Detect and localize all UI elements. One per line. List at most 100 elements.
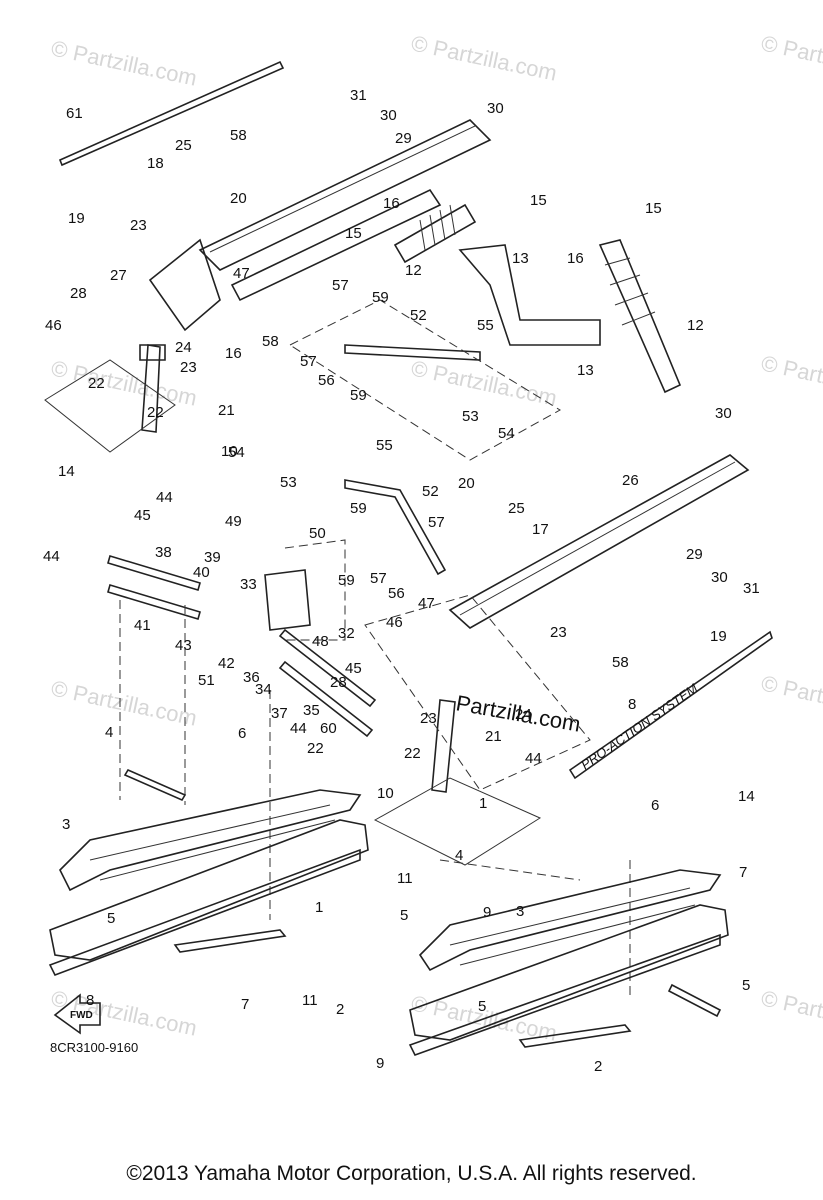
callout-label: 30 <box>711 569 728 586</box>
callout-label: 23 <box>180 359 197 376</box>
parts-diagram: © Partzilla.com © Partzilla.com © Partzi… <box>43 30 823 1075</box>
callout-label: 5 <box>107 910 115 927</box>
callout-label: 29 <box>686 546 703 563</box>
watermark: © Partzilla.com <box>409 355 559 410</box>
callout-label: 37 <box>271 705 288 722</box>
callout-label: 27 <box>110 267 127 284</box>
callout-label: 13 <box>577 362 594 379</box>
callout-label: 30 <box>380 107 397 124</box>
callout-label: 10 <box>377 785 394 802</box>
callout-label: 3 <box>516 903 524 920</box>
callout-label: 28 <box>70 285 87 302</box>
callout-label: 30 <box>715 405 732 422</box>
callout-label: 54 <box>228 444 245 461</box>
callout-label: 4 <box>105 724 113 741</box>
callout-label: 15 <box>345 225 362 242</box>
callout-label: 57 <box>370 570 387 587</box>
callout-label: 7 <box>241 996 249 1013</box>
callout-label: 53 <box>280 474 297 491</box>
copyright-notice: ©2013 Yamaha Motor Corporation, U.S.A. A… <box>126 1162 697 1185</box>
watermark: © Partzilla.com <box>49 355 199 410</box>
callout-label: 35 <box>303 702 320 719</box>
callout-label: 25 <box>175 137 192 154</box>
callout-label: 14 <box>738 788 755 805</box>
callout-label: 15 <box>645 200 662 217</box>
callout-label: 52 <box>422 483 439 500</box>
watermark-layer: © Partzilla.com © Partzilla.com © Partzi… <box>49 30 823 1045</box>
callout-label: 56 <box>388 585 405 602</box>
callout-label: 16 <box>383 195 400 212</box>
callout-label: 12 <box>687 317 704 334</box>
callout-label: 47 <box>233 265 250 282</box>
callout-label: 24 <box>515 706 532 723</box>
callout-label: 5 <box>478 998 486 1015</box>
callout-label: 20 <box>230 190 247 207</box>
callout-label: 8 <box>628 696 636 713</box>
callout-label: 58 <box>262 333 279 350</box>
callout-label: 57 <box>300 353 317 370</box>
callout-label: 22 <box>307 740 324 757</box>
watermark: © Partzilla.com <box>759 350 823 405</box>
callout-label: 6 <box>238 725 246 742</box>
callout-label: 23 <box>550 624 567 641</box>
callout-label: 39 <box>204 549 221 566</box>
callout-label: 53 <box>462 408 479 425</box>
watermark: © Partzilla.com <box>49 675 199 730</box>
callout-label: 59 <box>350 387 367 404</box>
callout-label: 19 <box>68 210 85 227</box>
callout-label: 40 <box>193 564 210 581</box>
callout-label: 16 <box>567 250 584 267</box>
callout-label: 4 <box>455 847 463 864</box>
callout-label: 22 <box>88 375 105 392</box>
callout-label: 17 <box>532 521 549 538</box>
callout-label: 5 <box>742 977 750 994</box>
watermark: © Partzilla.com <box>759 670 823 725</box>
callout-label: 44 <box>156 489 173 506</box>
callout-label: 31 <box>743 580 760 597</box>
callout-label: 9 <box>483 904 491 921</box>
callout-label: 29 <box>395 130 412 147</box>
fwd-arrow-icon <box>53 993 101 1035</box>
line-art <box>44 60 773 1056</box>
watermark: © Partzilla.com <box>409 30 559 85</box>
callout-label: 21 <box>218 402 235 419</box>
callout-label: 45 <box>134 507 151 524</box>
callout-label: 54 <box>498 425 515 442</box>
callout-label: 11 <box>302 992 318 1009</box>
ski-band-label: PRO-ACTION SYSTEM <box>578 681 700 773</box>
callout-label: 9 <box>376 1055 384 1072</box>
callout-label: 11 <box>397 870 413 887</box>
callout-label: 42 <box>218 655 235 672</box>
callout-label: 23 <box>420 710 437 727</box>
callout-label: 2 <box>594 1058 602 1075</box>
callout-label: 6 <box>651 797 659 814</box>
watermark: © Partzilla.com <box>759 30 823 85</box>
callout-label: 51 <box>198 672 215 689</box>
callout-label: 12 <box>405 262 422 279</box>
callout-label: 58 <box>612 654 629 671</box>
callout-label: 44 <box>43 548 60 565</box>
callout-label: 20 <box>458 475 475 492</box>
watermark: © Partzilla.com <box>759 985 823 1040</box>
callout-label: 58 <box>230 127 247 144</box>
callout-label: 49 <box>225 513 242 530</box>
callout-label: 18 <box>147 155 164 172</box>
callout-label: 55 <box>477 317 494 334</box>
callout-label: 41 <box>134 617 151 634</box>
callout-label: 22 <box>147 404 164 421</box>
callout-label: 38 <box>155 544 172 561</box>
callout-label: 1 <box>315 899 323 916</box>
callout-label: 33 <box>240 576 257 593</box>
callout-label: 13 <box>512 250 529 267</box>
callout-label: 24 <box>175 339 192 356</box>
callout-label: 8 <box>86 992 94 1009</box>
callout-label: 59 <box>350 500 367 517</box>
callout-label: 46 <box>386 614 403 631</box>
callout-label: 3 <box>62 816 70 833</box>
callout-label: 61 <box>66 105 83 122</box>
callout-label: 50 <box>309 525 326 542</box>
callout-label: 16 <box>225 345 242 362</box>
callout-label: 60 <box>320 720 337 737</box>
callout-label: 55 <box>376 437 393 454</box>
